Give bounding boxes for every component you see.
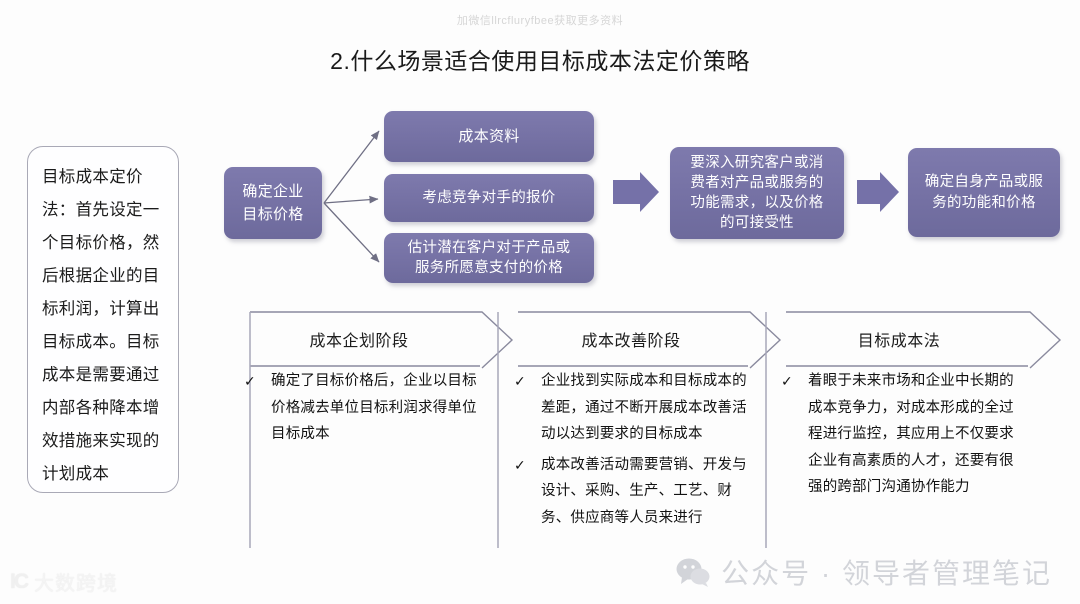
stage-header-2: 目标成本法 <box>857 333 941 350</box>
flow-box-competitor-quote-label: 考虑竞争对手的报价 <box>422 189 556 206</box>
stage-body-1: ✓ 企业找到实际成本和目标成本的差距，通过不断开展成本改善活动以达到要求的目标成… <box>508 368 760 535</box>
top-watermark-text: 加微信llrcfluryfbee获取更多资料 <box>456 15 624 27</box>
flow-box-cost-data[interactable]: 成本资料 <box>384 111 594 162</box>
stage-chevron-lines <box>249 311 1062 548</box>
list-item: ✓ 着眼于未来市场和企业中长期的成本竞争力，对成本形成的全过程进行监控，其应用上… <box>775 368 1027 501</box>
brand-watermark-left: IC 大数跨境 <box>10 567 118 596</box>
stage-header-0: 成本企划阶段 <box>309 333 409 350</box>
target-cost-definition-box: 目标成本定价法：首先设定一个目标价格，然后根据企业的目标利润，计算出目标成本。目… <box>27 146 179 493</box>
list-item: ✓ 成本改善活动需要营销、开发与设计、采购、生产、工艺、财务、供应商等人员来进行 <box>508 452 760 532</box>
flow-box-research-line3: 功能需求，以及价格 <box>690 195 824 211</box>
wechat-icon <box>676 558 710 587</box>
list-item-text: 企业找到实际成本和目标成本的差距，通过不断开展成本改善活动以达到要求的目标成本 <box>541 373 747 442</box>
flow-box-confirm-line2: 务的功能和价格 <box>932 194 1036 211</box>
flow-box-target-price-line2: 目标价格 <box>242 206 304 223</box>
check-icon: ✓ <box>514 456 526 473</box>
flow-box-competitor-quote[interactable]: 考虑竞争对手的报价 <box>384 174 594 222</box>
stage-header-1: 成本改善阶段 <box>581 333 681 350</box>
stage-body-2: ✓ 着眼于未来市场和企业中长期的成本竞争力，对成本形成的全过程进行监控，其应用上… <box>775 368 1027 505</box>
flow-box-confirm-product-function[interactable]: 确定自身产品或服 务的功能和价格 <box>908 148 1060 237</box>
list-item: ✓ 确定了目标价格后，企业以目标价格减去单位目标利润求得单位目标成本 <box>238 368 490 448</box>
dashukuajing-logo-icon: IC <box>10 569 29 593</box>
list-item-text: 成本改善活动需要营销、开发与设计、采购、生产、工艺、财务、供应商等人员来进行 <box>541 456 747 526</box>
check-icon: ✓ <box>244 373 256 389</box>
flow-box-target-price[interactable]: 确定企业 目标价格 <box>224 167 322 239</box>
dashukuajing-logo-text: 大数跨境 <box>34 573 118 595</box>
flow-box-cost-data-label: 成本资料 <box>458 128 520 145</box>
list-item-text: 确定了目标价格后，企业以目标价格减去单位目标利润求得单位目标成本 <box>271 373 477 442</box>
flow-box-research-line2: 费者对产品或服务的 <box>690 175 824 191</box>
brand-watermark-right: 公众号 · 领导者管理笔记 <box>676 552 1052 592</box>
stages-panel: 成本企划阶段 成本改善阶段 目标成本法 ✓ 确定了目标价格后，企业以目标价格减去… <box>230 300 1070 548</box>
check-icon: ✓ <box>514 373 526 389</box>
flow-box-customer-willingness[interactable]: 估计潜在客户对于产品或 服务所愿意支付的价格 <box>384 233 594 283</box>
flow-box-confirm-line1: 确定自身产品或服 <box>924 173 1044 190</box>
wechat-account-text: 公众号 · 领导者管理笔记 <box>721 558 1052 589</box>
page-title: 2.什么场景适合使用目标成本法定价策略 <box>330 48 750 74</box>
flow-box-research-line1: 要深入研究客户或消 <box>690 155 824 171</box>
flow-box-customer-willingness-line1: 估计潜在客户对于产品或 <box>407 240 571 256</box>
flow-box-research-line4: 的可接受性 <box>719 215 794 231</box>
list-item-text: 着眼于未来市场和企业中长期的成本竞争力，对成本形成的全过程进行监控，其应用上不仅… <box>808 373 1014 495</box>
flow-box-target-price-line1: 确定企业 <box>242 183 304 200</box>
flow-box-customer-willingness-line2: 服务所愿意支付的价格 <box>415 260 563 276</box>
flow-box-research-customer-needs[interactable]: 要深入研究客户或消 费者对产品或服务的 功能需求，以及价格 的可接受性 <box>670 147 844 239</box>
check-icon: ✓ <box>781 373 793 389</box>
list-item: ✓ 企业找到实际成本和目标成本的差距，通过不断开展成本改善活动以达到要求的目标成… <box>508 368 760 448</box>
stage-body-0: ✓ 确定了目标价格后，企业以目标价格减去单位目标利润求得单位目标成本 <box>238 368 490 452</box>
